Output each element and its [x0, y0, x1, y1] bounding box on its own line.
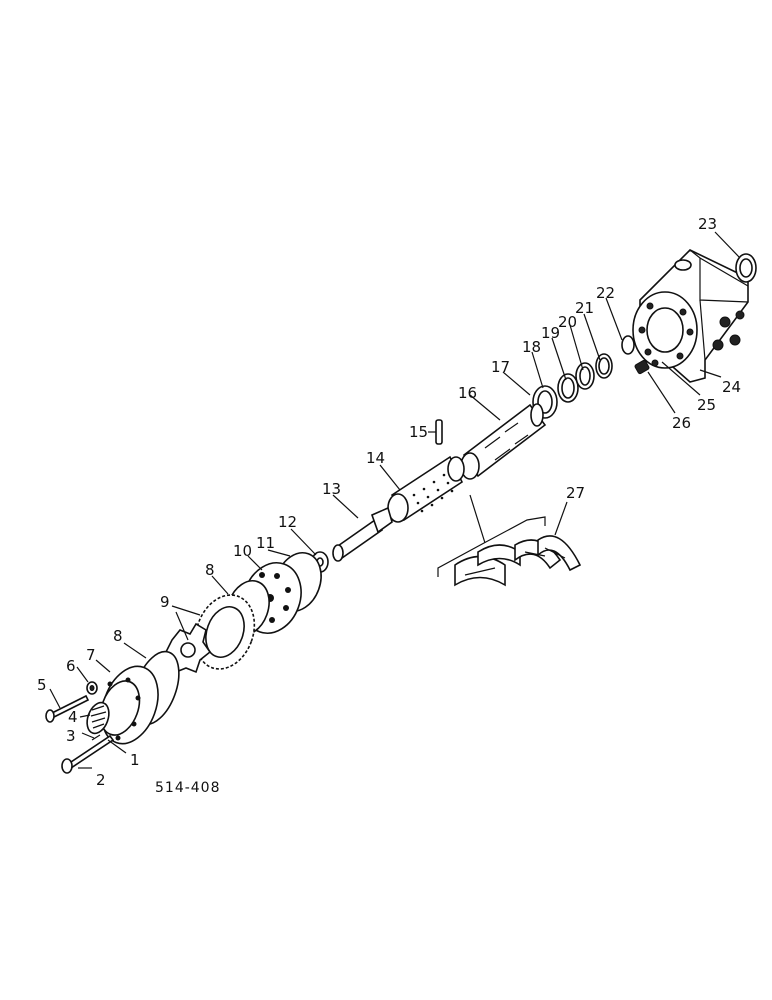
bearing-inserts-27	[454, 535, 582, 587]
callout-labels: 1 2 3 4 5 6 7 8 8 9 10 11 12 13 14 15 16…	[37, 215, 741, 789]
callout-2: 2	[96, 771, 106, 789]
pin-15	[435, 419, 443, 445]
callout-10: 10	[233, 542, 252, 560]
callout-13: 13	[322, 480, 341, 498]
steering-unit-housing	[632, 249, 749, 383]
sleeve-14	[387, 455, 465, 523]
callout-24: 24	[722, 378, 741, 396]
callout-8-lower: 8	[113, 627, 123, 645]
callout-22: 22	[596, 284, 615, 302]
drawing-number: 514-408	[155, 780, 221, 796]
seal-rings-18-22	[532, 335, 635, 419]
callout-26: 26	[672, 414, 691, 432]
callout-14: 14	[366, 449, 385, 467]
check-ball-25	[651, 359, 659, 367]
group-bracket	[437, 516, 546, 577]
callout-19: 19	[541, 324, 560, 342]
callout-5: 5	[37, 676, 47, 694]
callout-9: 9	[160, 593, 170, 611]
callout-1: 1	[130, 751, 140, 769]
end-cap-7	[99, 665, 159, 745]
callout-17: 17	[491, 358, 510, 376]
leader-lines	[49, 231, 741, 769]
callout-4: 4	[68, 708, 78, 726]
callout-6: 6	[66, 657, 76, 675]
group-pointer	[469, 494, 486, 544]
callout-3: 3	[66, 727, 76, 745]
callout-16: 16	[458, 384, 477, 402]
callout-8-upper: 8	[205, 561, 215, 579]
callout-11: 11	[256, 534, 275, 552]
bolt-1-2	[61, 734, 115, 774]
drive-shaft-13	[332, 506, 393, 562]
callout-12: 12	[278, 513, 297, 531]
callout-27: 27	[566, 484, 585, 502]
callout-7: 7	[86, 646, 96, 664]
screw-3	[91, 734, 101, 741]
bolt-5	[45, 694, 90, 723]
callout-20: 20	[558, 313, 577, 331]
callout-15: 15	[409, 423, 428, 441]
seal-ring-23	[735, 253, 757, 283]
callout-23: 23	[698, 215, 717, 233]
plug-26	[634, 359, 650, 375]
callout-25: 25	[697, 396, 716, 414]
callout-21: 21	[575, 299, 594, 317]
name-plate-4	[86, 701, 110, 735]
callout-18: 18	[522, 338, 541, 356]
washer-6	[86, 681, 98, 695]
gear-ring-9	[194, 594, 256, 670]
spool-16	[460, 403, 547, 480]
